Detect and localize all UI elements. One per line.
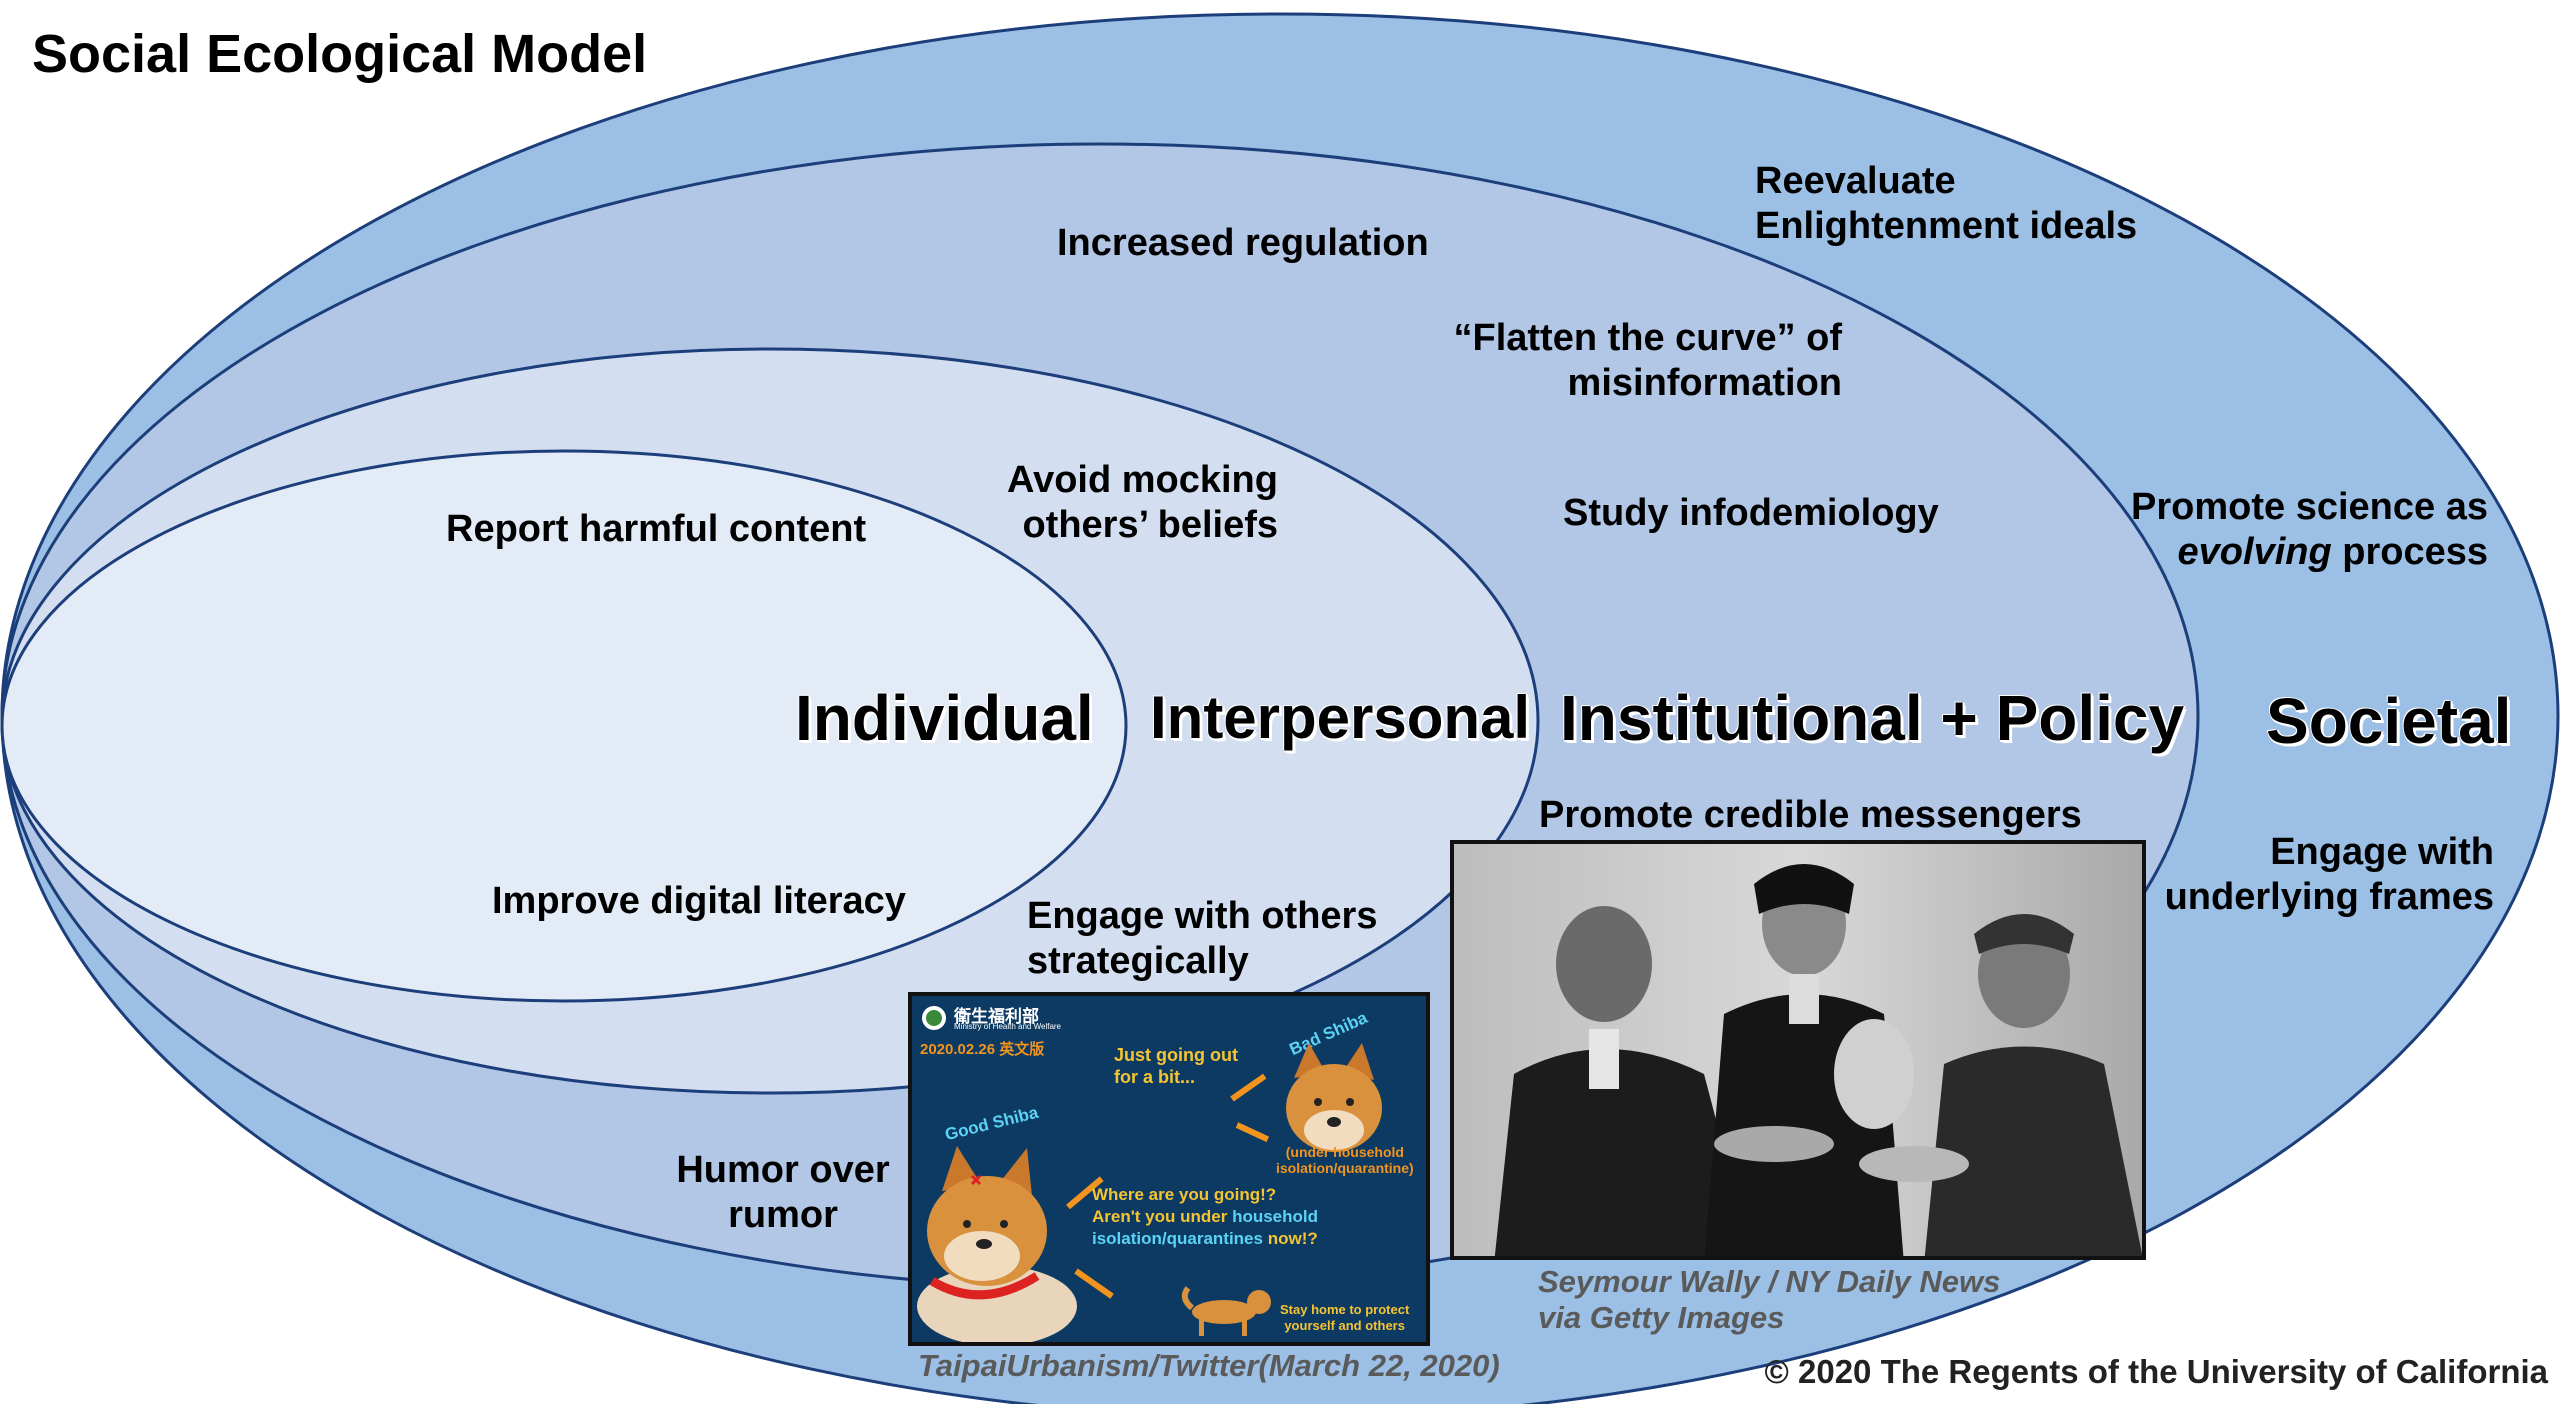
strategy-credible-messengers: Promote credible messengers <box>1539 794 2082 836</box>
strategy-humor-line2: rumor <box>728 1194 838 1236</box>
poster-bad-speech-line1: Just going out <box>1114 1045 1238 1065</box>
level-individual: Individual <box>795 682 1094 754</box>
level-institutional-policy: Institutional + Policy <box>1560 682 2185 754</box>
strategy-process-word: process <box>2331 531 2488 573</box>
poster-question: Where are you going!? Aren't you under h… <box>1092 1184 1318 1250</box>
poster-question-line3a: isolation/quarantines <box>1092 1229 1263 1248</box>
poster-bad-note-line1: (under household <box>1285 1144 1404 1160</box>
poster-stay-home-line2: yourself and others <box>1284 1318 1405 1333</box>
poster-question-line2a: Aren't you under <box>1092 1207 1233 1226</box>
strategy-report-harmful: Report harmful content <box>446 508 867 550</box>
strategy-flatten-line1: “Flatten the curve” of <box>1453 317 1843 359</box>
strategy-avoid-mocking-line1: Avoid mocking <box>1007 459 1278 501</box>
photo-credit: Seymour Wally / NY Daily News via Getty … <box>1538 1264 2000 1336</box>
strategy-promote-science: Promote science as evolving process <box>2100 485 2488 575</box>
poster-stay-home: Stay home to protect yourself and others <box>1280 1302 1409 1334</box>
poster-bad-speech-line2: for a bit... <box>1114 1067 1195 1087</box>
poster-bad-speech: Just going out for a bit... <box>1114 1044 1238 1088</box>
good-shiba-dog-icon <box>917 1146 1077 1342</box>
strategy-engage-others: Engage with others strategically <box>1027 894 1377 984</box>
vaccination-photo <box>1450 840 2146 1260</box>
diagram-title: Social Ecological Model <box>32 24 648 84</box>
strategy-promote-science-line1: Promote science as <box>2131 486 2488 528</box>
strategy-avoid-mocking-line2: others’ beliefs <box>1022 504 1278 546</box>
poster-question-line1: Where are you going!? <box>1092 1185 1277 1204</box>
strategy-reevaluate-line1: Reevaluate <box>1755 160 1956 202</box>
poster-question-line2: Aren't you under household <box>1092 1206 1318 1228</box>
strategy-underlying-line1: Engage with <box>2270 831 2494 873</box>
strategy-engage-others-line1: Engage with others <box>1027 895 1378 937</box>
photo-credit-line2: via Getty Images <box>1538 1300 1785 1335</box>
strategy-underlying-line2: underlying frames <box>2164 876 2494 918</box>
copyright-notice: © 2020 The Regents of the University of … <box>1764 1353 2549 1390</box>
strategy-underlying-frames: Engage with underlying frames <box>2150 830 2494 920</box>
bad-shiba-dog-icon <box>1286 1043 1382 1152</box>
shiba-poster-image: 衛生福利部 Ministry of Health and Welfare 202… <box>908 992 1430 1346</box>
poster-question-line3b: now!? <box>1262 1229 1318 1248</box>
strategy-engage-others-line2: strategically <box>1027 940 1249 982</box>
strategy-reevaluate-line2: Enlightenment ideals <box>1755 205 2138 247</box>
strategy-humor-line1: Humor over <box>676 1149 890 1191</box>
photo-credit-line1: Seymour Wally / NY Daily News <box>1538 1264 2001 1299</box>
poster-bad-note-line2: isolation/quarantine) <box>1276 1160 1414 1176</box>
level-societal: Societal <box>2266 685 2512 757</box>
strategy-increased-regulation: Increased regulation <box>1057 222 1429 264</box>
strategy-avoid-mocking: Avoid mocking others’ beliefs <box>980 458 1278 548</box>
strategy-flatten-line2: misinformation <box>1567 362 1842 404</box>
vaccination-photo-graphic <box>1454 844 2142 1256</box>
poster-agency-en: Ministry of Health and Welfare <box>954 1022 1062 1031</box>
individual-ellipse <box>0 449 1128 1003</box>
ministry-seal-icon <box>922 1006 946 1030</box>
poster-question-line3: isolation/quarantines now!? <box>1092 1228 1318 1250</box>
strategy-digital-literacy: Improve digital literacy <box>492 880 906 922</box>
poster-credit: TaipaiUrbanism/Twitter(March 22, 2020) <box>918 1348 1500 1383</box>
poster-question-line2b: household <box>1232 1207 1319 1226</box>
poster-stay-home-line1: Stay home to protect <box>1280 1302 1410 1317</box>
strategy-evolving-word: evolving <box>2177 531 2332 573</box>
poster-date: 2020.02.26 英文版 <box>920 1041 1045 1058</box>
poster-bad-note: (under household isolation/quarantine) <box>1276 1144 1414 1176</box>
poster-agency-cn: 衛生福利部 <box>954 1007 1039 1026</box>
small-shiba-dog-icon <box>1181 1286 1271 1336</box>
strategy-study-infodemiology: Study infodemiology <box>1563 492 1939 534</box>
level-interpersonal: Interpersonal <box>1150 684 1531 751</box>
strategy-humor-over-rumor: Humor over rumor <box>660 1148 906 1238</box>
strategy-reevaluate-enlightenment: Reevaluate Enlightenment ideals <box>1755 159 2137 249</box>
strategy-promote-science-line2: evolving process <box>2100 530 2488 575</box>
strategy-flatten-curve: “Flatten the curve” of misinformation <box>1440 316 1843 406</box>
